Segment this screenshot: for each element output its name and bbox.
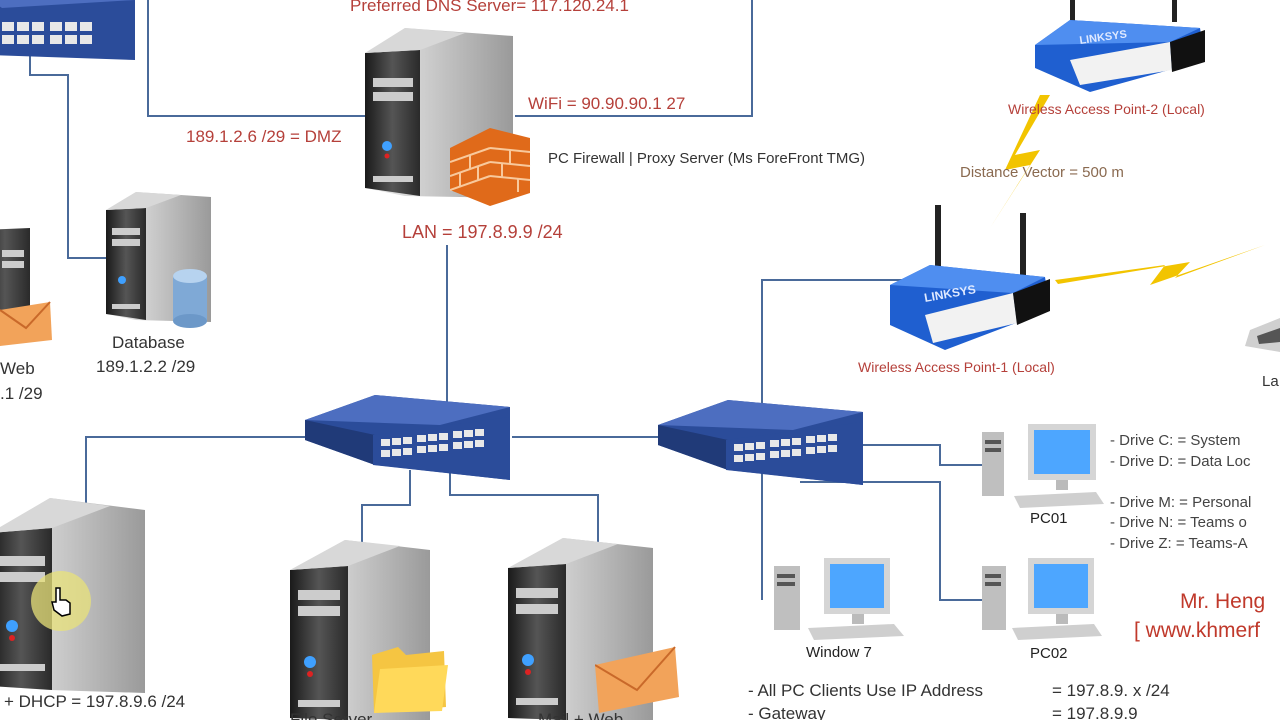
firewall-label: PC Firewall | Proxy Server (Ms ForeFront… bbox=[548, 150, 865, 167]
note-gateway-left: - Gateway bbox=[748, 704, 826, 720]
pc01-label: PC01 bbox=[1030, 510, 1068, 527]
link-firewall-wifi bbox=[515, 0, 753, 117]
switch-2 bbox=[658, 400, 863, 485]
author-site: [ www.khmerf bbox=[1134, 619, 1261, 642]
folder-icon bbox=[372, 647, 448, 713]
dhcp-label: + DHCP = 197.8.9.6 /24 bbox=[4, 692, 186, 711]
lightning-ap1-laptop bbox=[1055, 245, 1265, 285]
drive-m: - Drive M: = Personal bbox=[1110, 494, 1252, 511]
ap1-label: Wireless Access Point-1 (Local) bbox=[858, 359, 1055, 375]
drive-d: - Drive D: = Data Loc bbox=[1110, 453, 1251, 470]
laptop-label: La bbox=[1262, 373, 1279, 390]
pc02-label: PC02 bbox=[1030, 645, 1068, 662]
cursor-highlight bbox=[31, 571, 91, 631]
preferred-dns-label: Preferred DNS Server= 117.120.24.1 bbox=[350, 0, 629, 15]
dmz-label: 189.1.2.6 /29 = DMZ bbox=[186, 127, 342, 146]
wireless-ap-2: LINKSYS bbox=[1035, 0, 1205, 92]
author-name: Mr. Heng bbox=[1180, 590, 1266, 613]
ap2-label: Wireless Access Point-2 (Local) bbox=[1008, 101, 1205, 117]
mail-web-label: Mail + Web bbox=[538, 710, 624, 720]
link-switch2-pc01 bbox=[862, 444, 985, 466]
note-gateway-right: = 197.8.9.9 bbox=[1052, 704, 1138, 720]
firewall-server bbox=[365, 28, 513, 198]
switch-top-left bbox=[0, 0, 135, 60]
pc02 bbox=[982, 558, 1102, 640]
web-ip: .1 /29 bbox=[0, 384, 43, 403]
link-switch2-pc02 bbox=[800, 481, 985, 601]
file-server-label: File Server bbox=[290, 710, 373, 720]
mail-envelope-icon bbox=[595, 646, 679, 713]
database-name: Database bbox=[112, 333, 185, 352]
lightning-ap2-ap1 bbox=[990, 95, 1050, 228]
switch-1 bbox=[305, 395, 510, 480]
laptop bbox=[1245, 318, 1280, 352]
web-mail-icon bbox=[0, 301, 52, 346]
link-switch2-ap1 bbox=[761, 279, 905, 405]
pc01 bbox=[982, 424, 1104, 508]
link-topswitch-database bbox=[29, 55, 108, 259]
window7-label: Window 7 bbox=[806, 644, 872, 661]
link-switch1-file bbox=[361, 470, 411, 545]
note-ip-left: - All PC Clients Use IP Address bbox=[748, 681, 983, 700]
link-switch1-dhcp bbox=[85, 436, 310, 505]
drive-z: - Drive Z: = Teams-A bbox=[1110, 535, 1248, 552]
link-topswitch-firewall bbox=[147, 0, 370, 117]
lan-label: LAN = 197.8.9.9 /24 bbox=[402, 222, 563, 242]
database-cylinder-icon bbox=[173, 269, 207, 328]
distance-label: Distance Vector = 500 m bbox=[960, 164, 1124, 181]
drive-n: - Drive N: = Teams o bbox=[1110, 514, 1247, 531]
note-ip-right: = 197.8.9. x /24 bbox=[1052, 681, 1170, 700]
drive-c: - Drive C: = System bbox=[1110, 432, 1241, 449]
firewall-brick-icon bbox=[450, 128, 531, 206]
pc-window7 bbox=[774, 558, 904, 640]
wireless-ap-1: LINKSYS bbox=[890, 205, 1050, 350]
web-name: Web bbox=[0, 359, 35, 378]
database-ip: 189.1.2.2 /29 bbox=[96, 357, 196, 376]
wifi-ip-label: WiFi = 90.90.90.1 27 bbox=[528, 94, 686, 113]
link-switch1-mail bbox=[449, 470, 599, 545]
